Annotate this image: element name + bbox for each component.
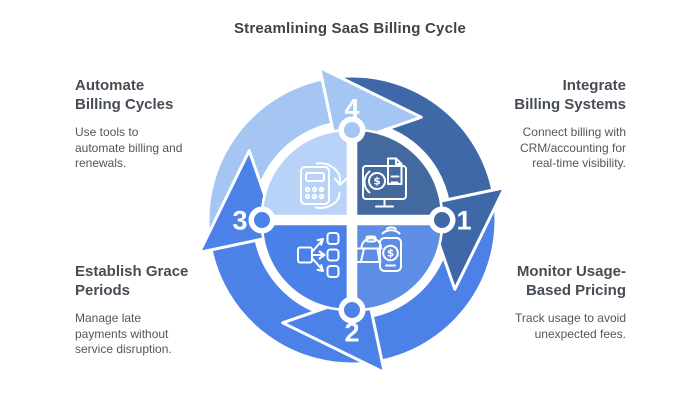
label-description: Track usage to avoid unexpected fees.: [515, 311, 626, 341]
connector-left: [251, 209, 273, 231]
monitor-invoice-icon: $: [362, 157, 407, 208]
bell-phone-payment-icon: $: [355, 226, 402, 272]
calculator-refresh-icon: [300, 162, 347, 209]
page-title: Streamlining SaaS Billing Cycle: [233, 20, 467, 37]
label-heading: Automate Billing Cycles: [75, 77, 174, 113]
dollar-glyph: $: [373, 176, 380, 188]
label-heading: Establish Grace Periods: [75, 263, 189, 299]
label-description: Use tools to automate billing and renewa…: [75, 125, 183, 170]
step-number-4: 4: [344, 94, 359, 124]
quadrant-bottom-right: [354, 222, 444, 312]
label-heading: Integrate Billing Systems: [514, 77, 626, 113]
label-integrate-systems: Integrate Billing Systems Connect billin…: [454, 76, 626, 172]
dollar-glyph: $: [387, 248, 394, 260]
quadrant-top-left: [260, 128, 350, 218]
distribution-icon: [297, 232, 340, 278]
label-heading: Monitor Usage- Based Pricing: [516, 263, 626, 299]
step-number-2: 2: [344, 318, 359, 348]
connector-top: [341, 119, 363, 141]
label-description: Manage late payments without service dis…: [75, 311, 172, 356]
quadrant-top-right: [354, 128, 444, 218]
label-usage-pricing: Monitor Usage- Based Pricing Track usage…: [454, 262, 626, 342]
quadrant-bottom-left: [260, 222, 350, 312]
step-number-3: 3: [232, 206, 247, 236]
step-number-1: 1: [456, 206, 471, 236]
label-grace-periods: Establish Grace Periods Manage late paym…: [75, 262, 247, 358]
connector-right: [431, 209, 453, 231]
label-description: Connect billing with CRM/accounting for …: [519, 125, 626, 170]
connector-bottom: [341, 299, 363, 321]
label-automate-billing: Automate Billing Cycles Use tools to aut…: [75, 76, 247, 172]
